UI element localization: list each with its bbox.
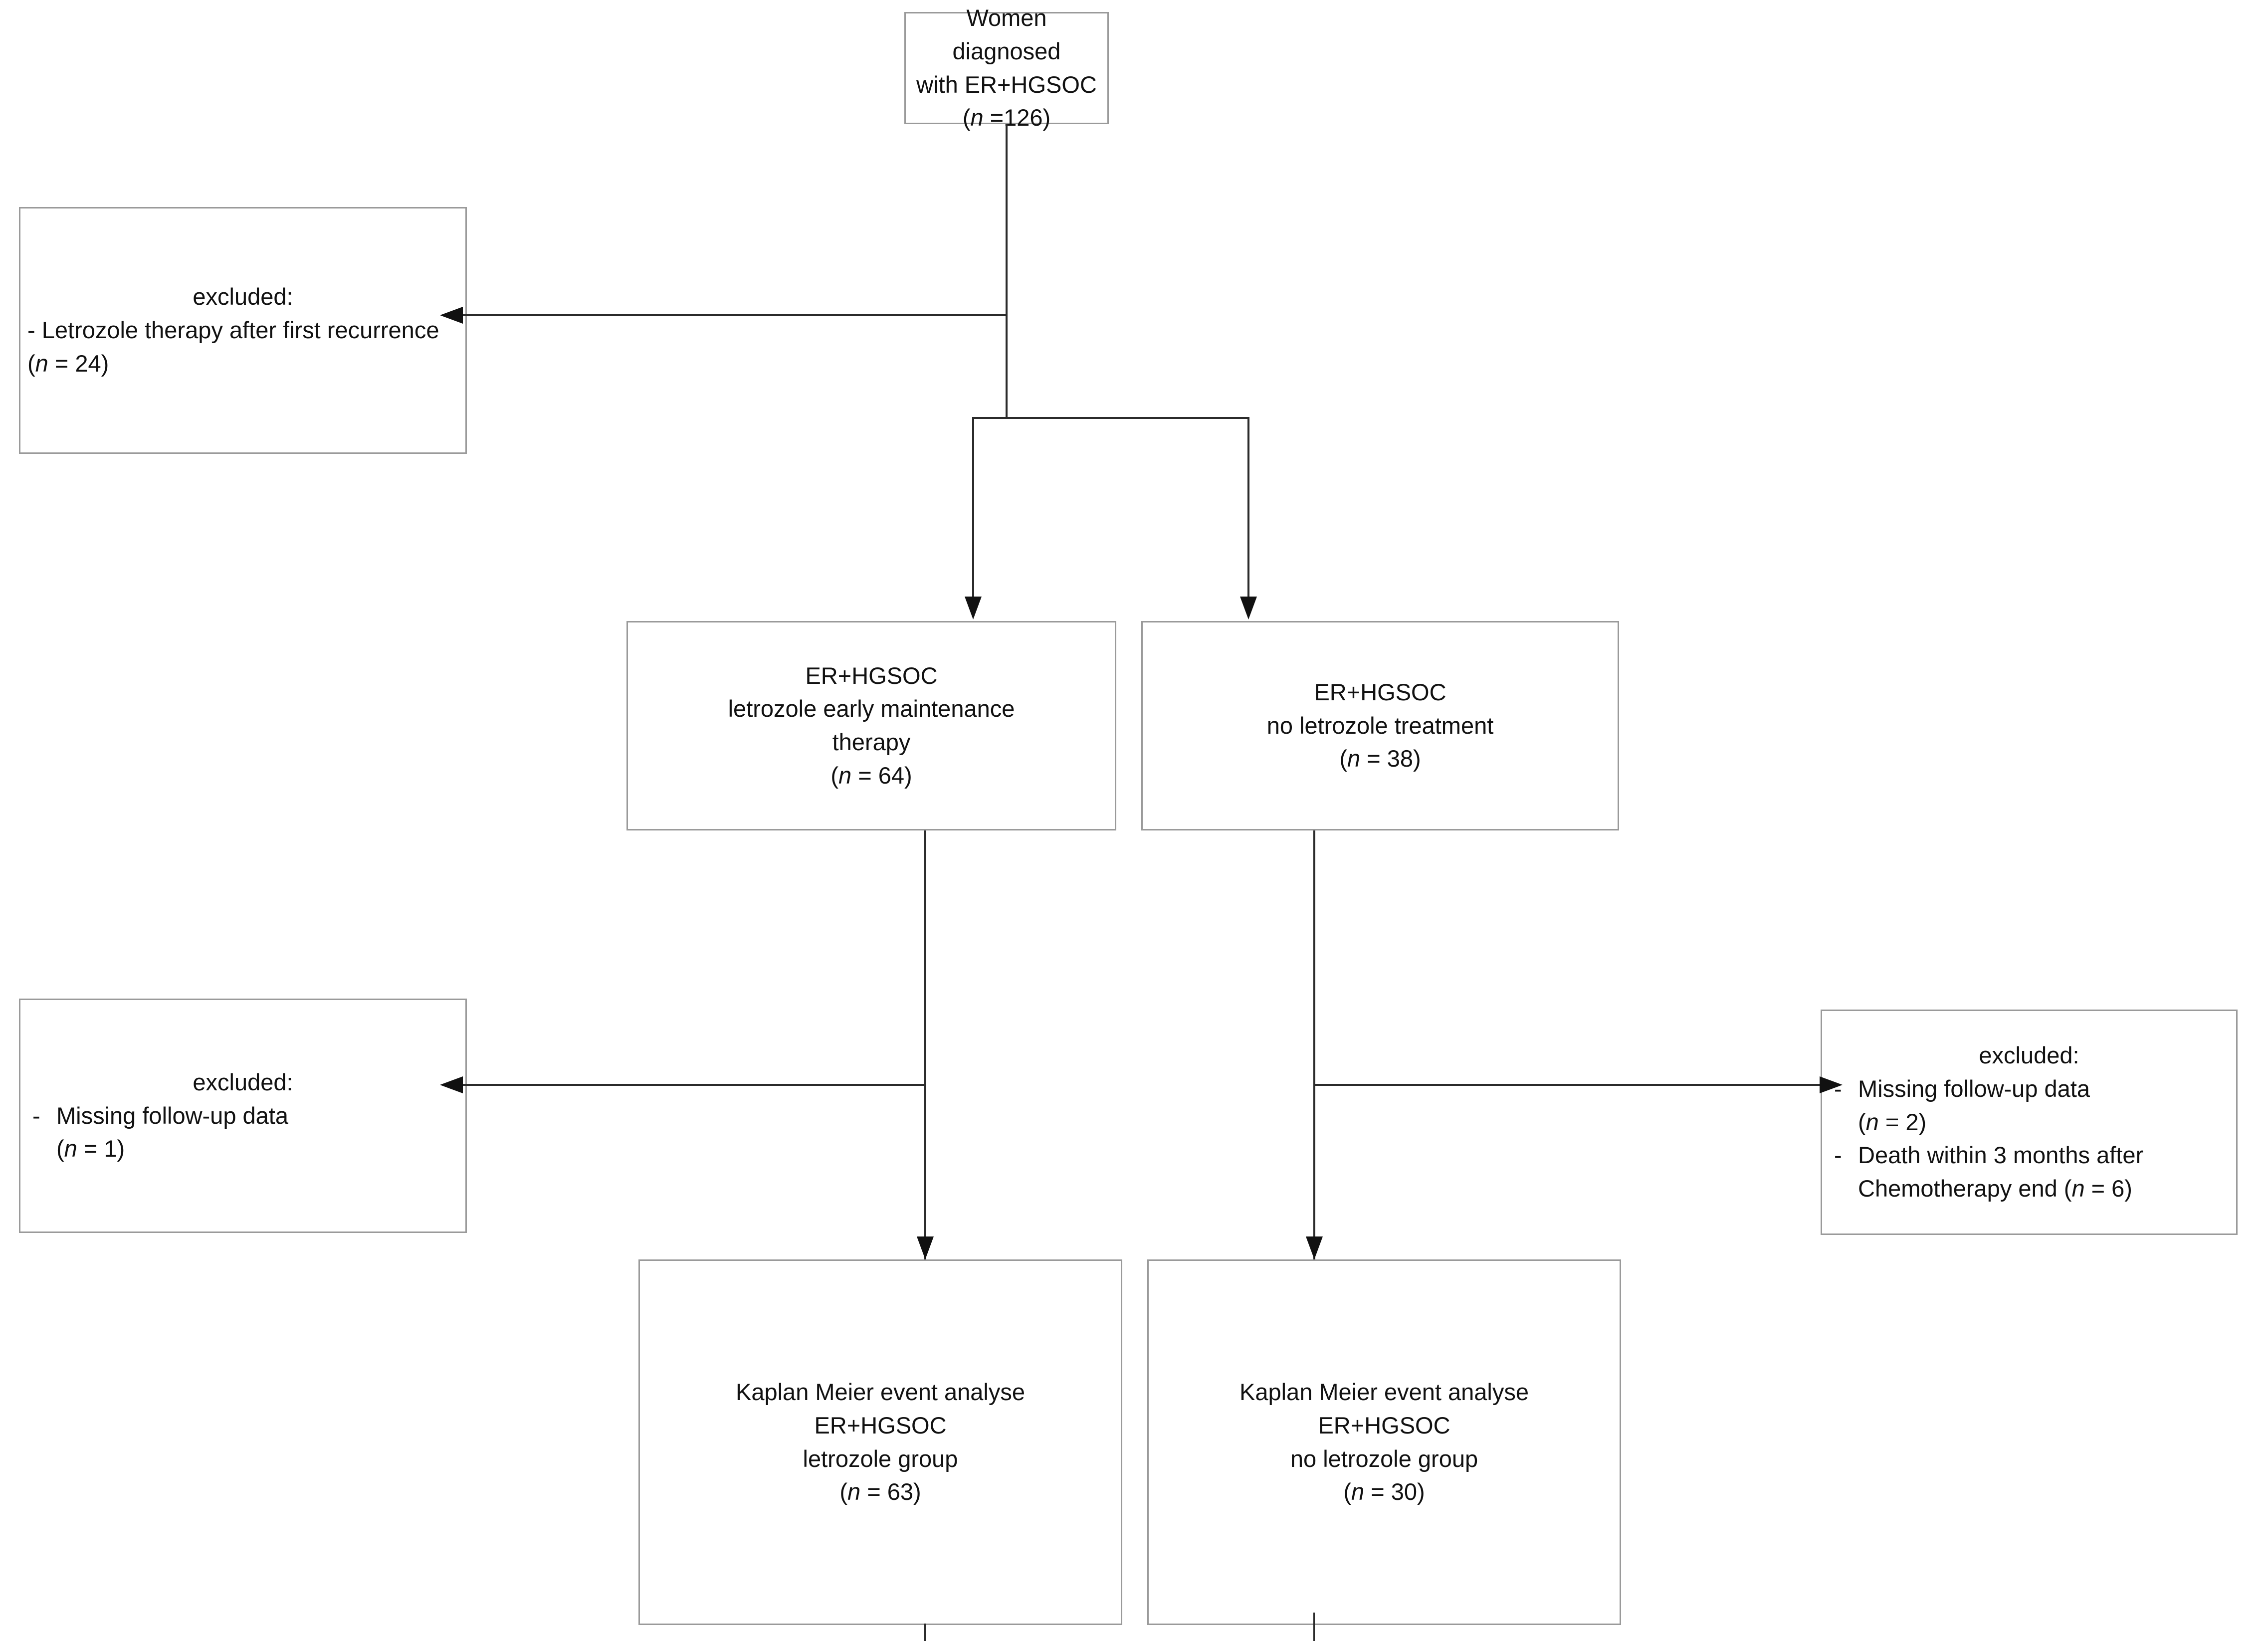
excluded-right-header: excluded: — [1979, 1042, 2079, 1069]
node-excluded-right-text: excluded: - Missing follow-up data(n = 2… — [1822, 1039, 2236, 1206]
node-enrolled-text: Women diagnosed with ER+HGSOC (n =126) — [906, 1, 1107, 135]
arrowhead-excluded-right — [1820, 1076, 1843, 1093]
arrowhead-km-letrozole — [917, 1236, 934, 1259]
enrolled-line-3: (n =126) — [962, 104, 1051, 131]
node-excluded-left-text: excluded: - Missing follow-up data(n = 1… — [20, 1066, 465, 1166]
excluded-left-item-1-text: Missing follow-up data(n = 1) — [56, 1102, 288, 1162]
connector-enrolled-stem — [1006, 124, 1008, 418]
list-item: - Death within 3 months after Chemothera… — [1829, 1139, 2229, 1205]
node-letrozole-group: ER+HGSOC letrozole early maintenance the… — [626, 621, 1116, 830]
bullet-dash-icon: - — [32, 1102, 40, 1129]
km-no-letrozole-line-1: Kaplan Meier event analyse — [1239, 1379, 1529, 1406]
node-no-letrozole-group: ER+HGSOC no letrozole treatment (n = 38) — [1141, 621, 1619, 830]
connector-split-bar — [972, 417, 1249, 419]
list-item: - Missing follow-up data(n = 1) — [27, 1099, 458, 1166]
connector-km-letrozole-stub — [924, 1624, 926, 1641]
arrowhead-excluded-top — [440, 307, 463, 324]
excluded-left-header: excluded: — [193, 1068, 293, 1095]
excluded-top-header: excluded: — [193, 283, 293, 310]
bullet-dash-icon: - — [1834, 1142, 1842, 1169]
km-no-letrozole-line-2: ER+HGSOC — [1318, 1412, 1450, 1438]
node-km-letrozole-text: Kaplan Meier event analyse ER+HGSOC letr… — [640, 1376, 1121, 1509]
node-km-no-letrozole: Kaplan Meier event analyse ER+HGSOC no l… — [1147, 1259, 1621, 1625]
connector-branch-right — [1247, 417, 1249, 599]
connector-km-no-letrozole-stub — [1313, 1613, 1315, 1641]
arrowhead-km-no-letrozole — [1306, 1236, 1323, 1259]
no-letrozole-group-line-3: (n = 38) — [1339, 745, 1421, 772]
arrowhead-letrozole-group — [965, 597, 982, 619]
excluded-right-item-1-text: Missing follow-up data(n = 2) — [1858, 1075, 2090, 1135]
enrolled-line-1: Women diagnosed — [952, 4, 1061, 64]
connector-letrozole-stem — [924, 830, 926, 1269]
km-letrozole-line-3: letrozole group — [803, 1445, 958, 1472]
letrozole-group-line-4: (n = 64) — [830, 762, 912, 789]
excluded-left-list: - Missing follow-up data(n = 1) — [27, 1099, 458, 1166]
node-excluded-top: excluded: - Letrozole therapy after firs… — [19, 207, 467, 454]
excluded-right-list: - Missing follow-up data(n = 2) - Death … — [1829, 1072, 2229, 1206]
no-letrozole-group-line-2: no letrozole treatment — [1266, 712, 1494, 739]
node-excluded-top-text: excluded: - Letrozole therapy after firs… — [20, 280, 465, 380]
node-excluded-right: excluded: - Missing follow-up data(n = 2… — [1821, 1010, 2238, 1235]
connector-excluded-right-line — [1313, 1084, 1821, 1086]
no-letrozole-group-line-1: ER+HGSOC — [1314, 678, 1446, 705]
letrozole-group-line-3: therapy — [832, 729, 911, 755]
list-item: - Missing follow-up data(n = 2) — [1829, 1072, 2229, 1139]
node-no-letrozole-group-text: ER+HGSOC no letrozole treatment (n = 38) — [1143, 676, 1618, 776]
node-excluded-left: excluded: - Missing follow-up data(n = 1… — [19, 999, 467, 1233]
letrozole-group-line-1: ER+HGSOC — [805, 662, 938, 689]
km-letrozole-line-4: (n = 63) — [839, 1478, 921, 1505]
km-letrozole-line-2: ER+HGSOC — [814, 1412, 947, 1438]
excluded-top-item-1-text: - Letrozole therapy after first recurren… — [27, 317, 439, 377]
letrozole-group-line-2: letrozole early maintenance — [728, 695, 1015, 722]
km-no-letrozole-line-4: (n = 30) — [1343, 1478, 1425, 1505]
node-km-no-letrozole-text: Kaplan Meier event analyse ER+HGSOC no l… — [1149, 1376, 1620, 1509]
km-letrozole-line-1: Kaplan Meier event analyse — [735, 1379, 1026, 1406]
km-no-letrozole-line-3: no letrozole group — [1290, 1445, 1478, 1472]
connector-no-letrozole-stem — [1313, 830, 1315, 1269]
connector-excluded-left-line — [463, 1084, 925, 1086]
list-item: - Letrozole therapy after first recurren… — [27, 314, 458, 380]
node-letrozole-group-text: ER+HGSOC letrozole early maintenance the… — [628, 659, 1115, 793]
enrolled-line-2: with ER+HGSOC — [916, 71, 1097, 98]
arrowhead-excluded-left — [440, 1076, 463, 1093]
excluded-top-list: - Letrozole therapy after first recurren… — [27, 314, 458, 380]
node-km-letrozole: Kaplan Meier event analyse ER+HGSOC letr… — [638, 1259, 1122, 1625]
excluded-right-item-2-text: Death within 3 months after Chemotherapy… — [1858, 1142, 2144, 1202]
connector-branch-left — [972, 417, 974, 599]
node-enrolled: Women diagnosed with ER+HGSOC (n =126) — [904, 4, 1109, 131]
connector-excluded-top-line — [463, 314, 1007, 316]
arrowhead-no-letrozole-group — [1240, 597, 1257, 619]
